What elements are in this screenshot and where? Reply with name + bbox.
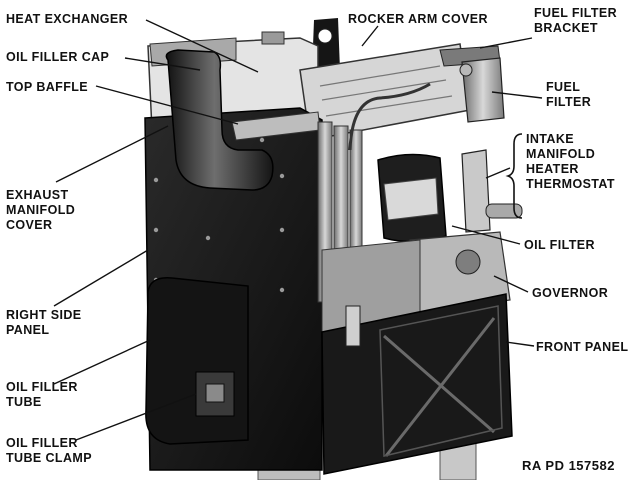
fuel-filter-nut (459, 63, 473, 77)
thermostat-fitting (485, 203, 523, 219)
front-panel-shape (321, 293, 513, 475)
label-front-panel: FRONT PANEL (536, 340, 629, 354)
front-panel-frame (379, 305, 503, 457)
intake-group-brace (505, 133, 523, 219)
label-fuel-filter: FUEL FILTER (546, 80, 592, 109)
exhaust-manifold-cover-shape (165, 49, 274, 191)
drain-fitting (345, 305, 361, 347)
label-top-baffle: TOP BAFFLE (6, 80, 89, 94)
front-panel-brace-b (384, 317, 496, 457)
oil-filler-tube-shape (145, 277, 249, 445)
label-exhaust-manifold-cover: EXHAUST MANIFOLD COVER (6, 188, 76, 232)
leader-lines (53, 19, 543, 441)
label-oil-filler-tube: OIL FILLER TUBE (6, 380, 78, 409)
rocker-cover-detail (319, 65, 453, 117)
lifting-eye-hole (317, 28, 333, 44)
fuel-line (348, 82, 431, 151)
oil-filler-tube-clamp-shape (195, 371, 235, 417)
oil-filter-label-plate (383, 177, 439, 221)
label-oil-filler-cap: OIL FILLER CAP (6, 50, 110, 64)
label-oil-filter: OIL FILTER (524, 238, 595, 252)
oil-filler-cap-shape (261, 31, 285, 45)
label-fuel-filter-bracket: FUEL FILTER BRACKET (534, 6, 618, 35)
label-intake-manifold-heater-thermostat: INTAKE MANIFOLD HEATER THERMOSTAT (526, 132, 615, 191)
label-right-side-panel: RIGHT SIDE PANEL (6, 308, 82, 337)
label-heat-exchanger: HEAT EXCHANGER (6, 12, 129, 26)
governor-hub (455, 249, 481, 275)
label-oil-filler-tube-clamp: OIL FILLER TUBE CLAMP (6, 436, 92, 465)
label-governor: GOVERNOR (532, 286, 609, 300)
front-panel-brace-a (383, 334, 495, 434)
label-rocker-arm-cover: ROCKER ARM COVER (348, 12, 488, 26)
thermostat-shape (461, 149, 491, 233)
reference-code: RA PD 157582 (522, 458, 615, 473)
fuel-filter-shape (461, 57, 505, 123)
